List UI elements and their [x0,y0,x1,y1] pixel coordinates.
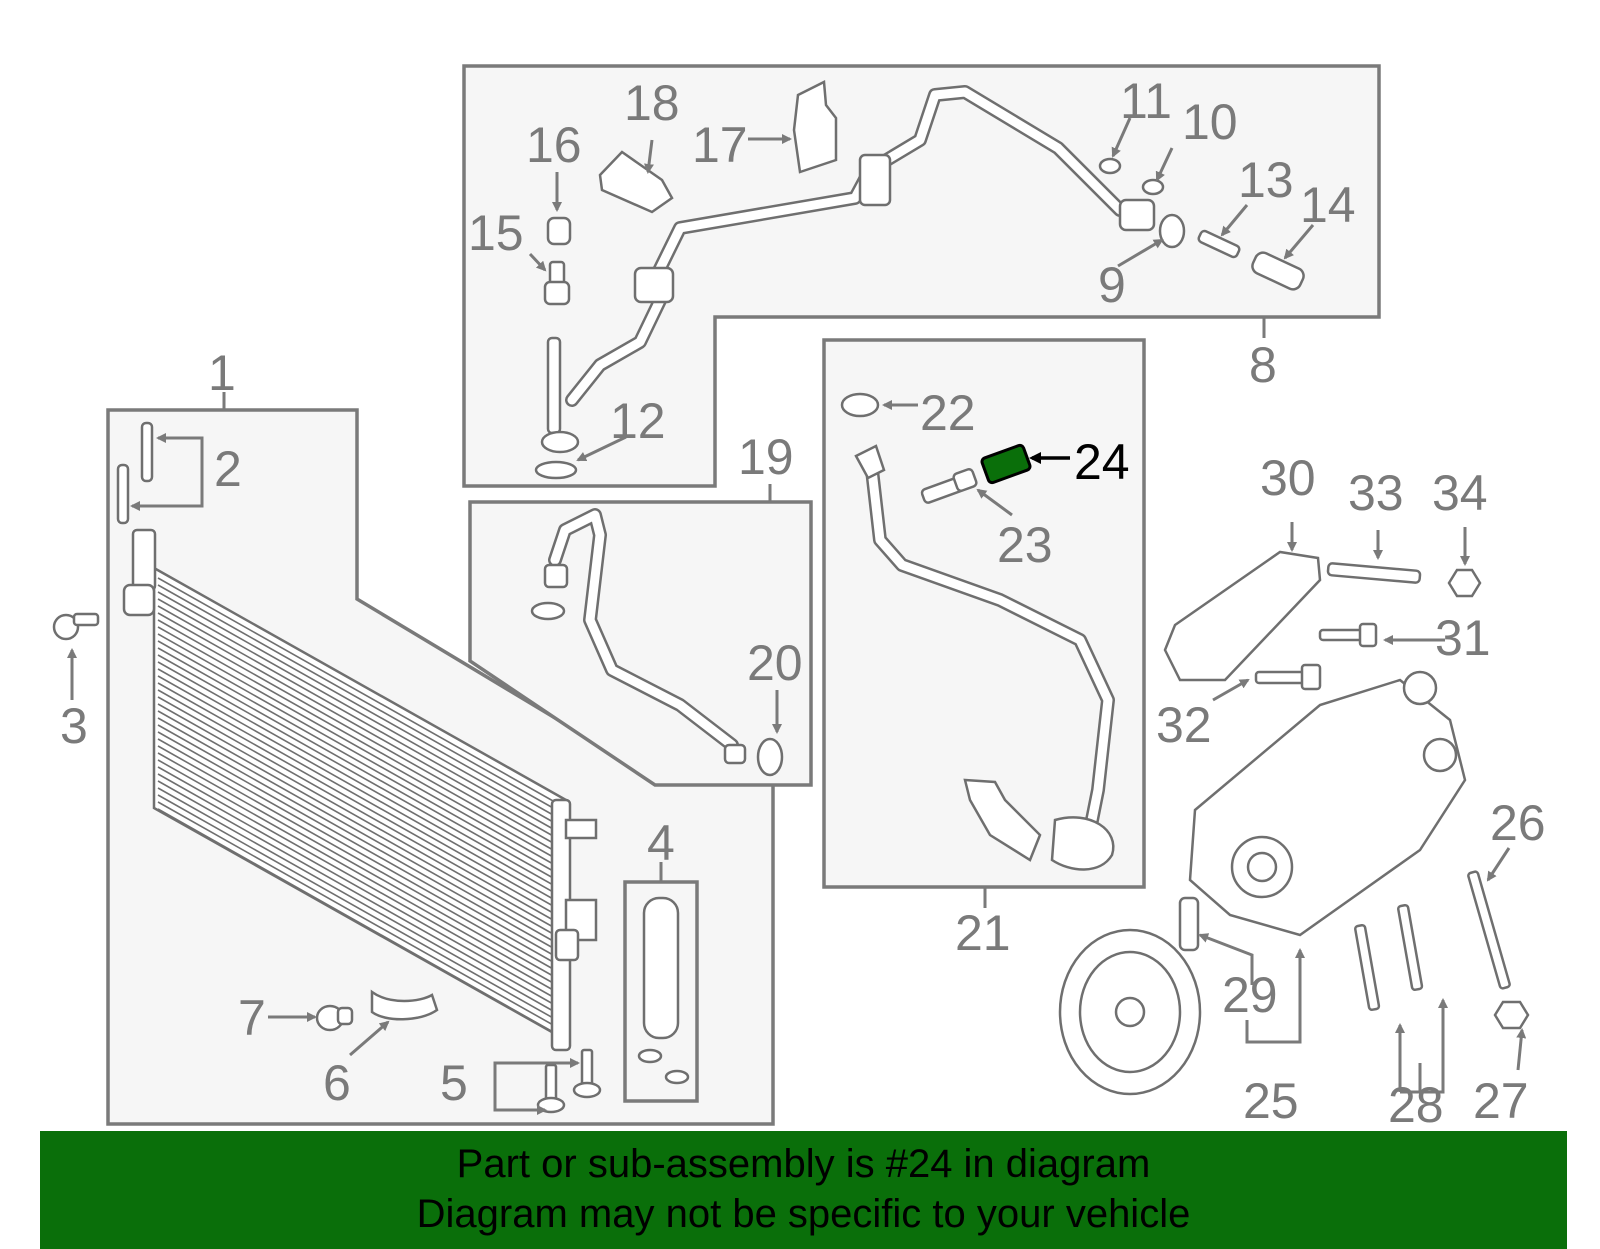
callout-15: 15 [468,205,524,261]
callout-24-highlighted: 24 [1074,434,1130,490]
part-3-bolt [52,612,100,641]
part-7-cap [315,1004,354,1032]
callout-30: 30 [1260,450,1316,506]
callout-28: 28 [1388,1077,1444,1133]
part-32-bolt [1254,663,1322,691]
callout-8: 8 [1249,337,1277,393]
part-17-bracket [792,80,838,174]
part-9-oring [1158,213,1186,249]
callout-12: 12 [610,393,666,449]
callout-labels: 1 2 3 4 5 6 7 8 9 10 11 12 13 14 15 16 1… [60,73,1546,1133]
callout-13: 13 [1238,152,1294,208]
part-15-valve [543,260,571,306]
callout-27: 27 [1473,1073,1529,1129]
callout-16: 16 [526,117,582,173]
part-16-cap [546,216,572,246]
condenser-drawing [122,528,598,1052]
callout-18: 18 [624,75,680,131]
callout-20: 20 [747,635,803,691]
part-19-hose [530,508,747,765]
part-18-block [598,150,674,214]
callout-7: 7 [238,990,266,1046]
part-20-oring [756,737,784,777]
callout-34: 34 [1432,465,1488,521]
callout-32: 32 [1156,697,1212,753]
callout-29: 29 [1222,967,1278,1023]
callout-17: 17 [692,117,748,173]
callout-9: 9 [1098,257,1126,313]
callout-6: 6 [323,1055,351,1111]
callout-19: 19 [738,429,794,485]
part-34-nut [1447,568,1482,598]
part-21-hose [854,444,1115,871]
leader-lines [67,117,1527,1115]
part-31-bolt [1318,622,1378,648]
callout-26: 26 [1490,795,1546,851]
part-14-switch [1251,251,1305,291]
part-6-bracket [370,989,439,1021]
banner-line-1: Part or sub-assembly is #24 in diagram [456,1142,1151,1186]
part-12-fitting [534,336,580,480]
callout-10: 10 [1182,94,1238,150]
group-box-8 [462,64,1381,488]
part-13-valve [1197,229,1241,259]
callout-22: 22 [920,385,976,441]
part-26-bolt [1467,870,1511,990]
part-5-bolts [536,1048,602,1114]
part-4-drier [637,896,690,1085]
banner-line-2: Diagram may not be specific to your vehi… [416,1192,1191,1236]
callout-23: 23 [997,517,1053,573]
part-30-bracket [1163,550,1322,682]
part-10-oring [1141,178,1165,196]
callout-2: 2 [214,441,242,497]
part-22-oring [840,392,880,418]
callout-5: 5 [440,1055,468,1111]
callout-33: 33 [1348,465,1404,521]
callout-4: 4 [647,815,675,871]
info-banner: Part or sub-assembly is #24 in diagram D… [40,1131,1567,1249]
callout-25: 25 [1243,1073,1299,1129]
part-24-highlighted[interactable] [980,443,1032,485]
callout-1: 1 [208,345,236,401]
callout-11: 11 [1120,73,1172,129]
callout-14: 14 [1300,177,1356,233]
callout-31: 31 [1435,610,1491,666]
callout-3: 3 [60,698,88,754]
part-33-stud [1326,562,1422,584]
part-28-bolts [1354,903,1424,1011]
part-29-clutch [1058,896,1202,1096]
part-23-valve [920,467,978,504]
part-2-pins [116,421,154,525]
part-27-nut [1493,1000,1530,1030]
part-8-hose [565,85,1156,407]
callout-21: 21 [955,905,1011,961]
part-25-compressor [1188,670,1467,937]
part-11-oring [1098,157,1122,175]
